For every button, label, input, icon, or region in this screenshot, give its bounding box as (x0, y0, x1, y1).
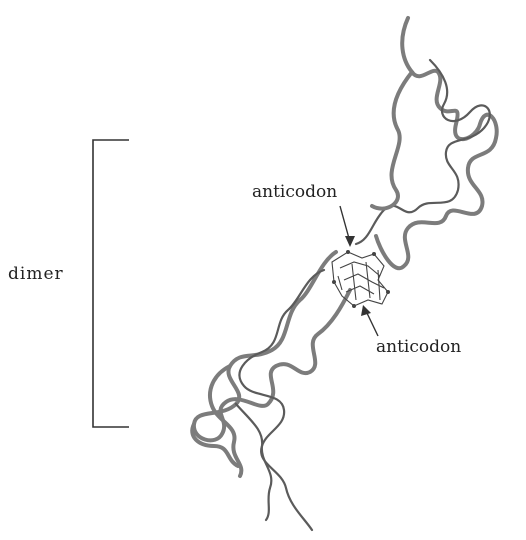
upper-trna-ribbon (356, 18, 497, 268)
lower-trna-ribbon (192, 252, 350, 530)
anticodon-atom-cluster (332, 250, 390, 308)
anticodon-label-top: anticodon (252, 182, 337, 202)
dimer-label: dimer (8, 264, 64, 284)
anticodon-arrow-top (340, 206, 355, 247)
anticodon-arrow-bottom (361, 305, 378, 336)
anticodon-label-bottom: anticodon (376, 337, 461, 357)
dimer-bracket (93, 140, 129, 427)
